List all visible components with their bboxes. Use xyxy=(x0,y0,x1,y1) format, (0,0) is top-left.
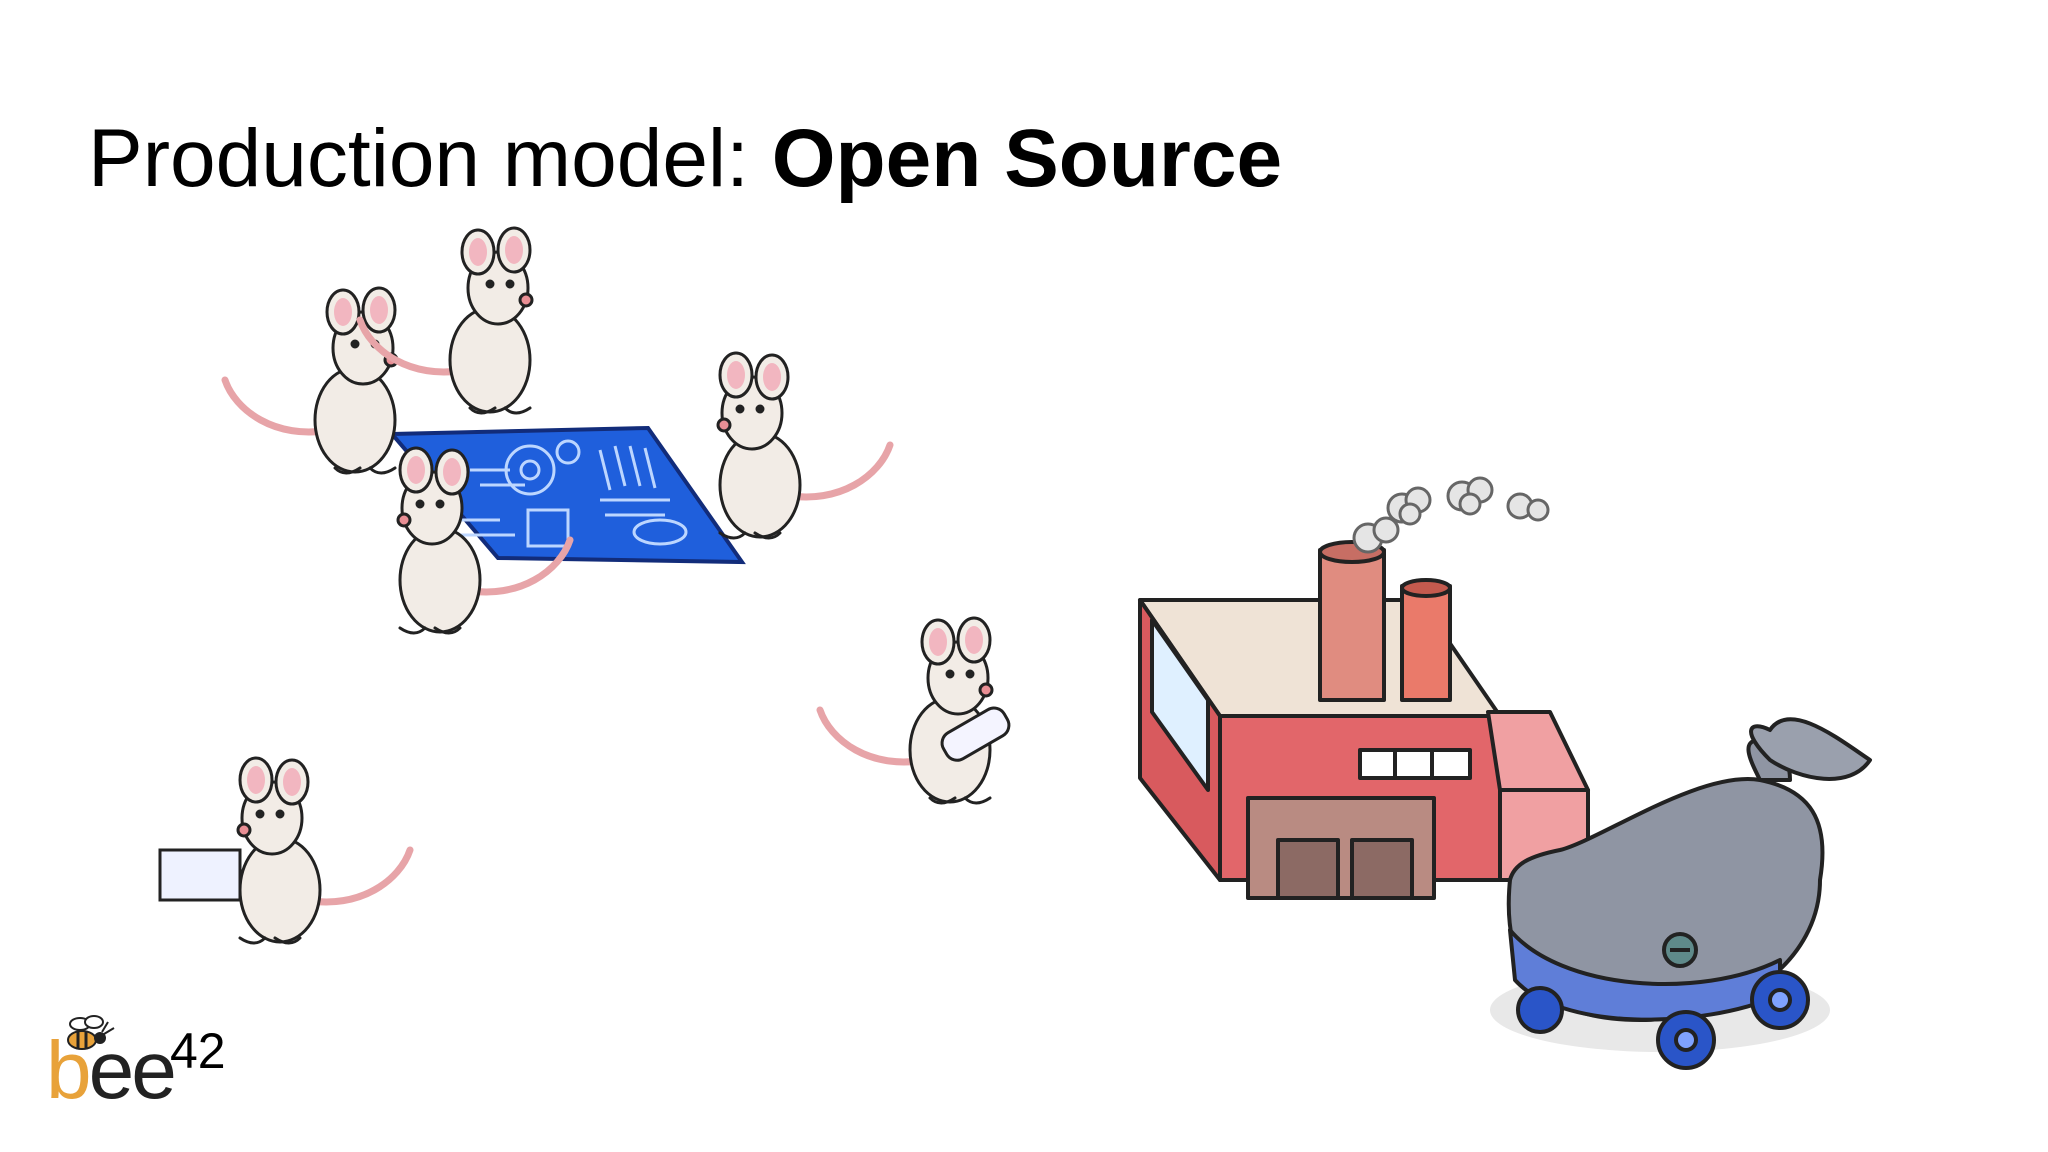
logo-letter: b xyxy=(46,1025,92,1116)
logo-wordmark: bee xyxy=(46,1030,177,1112)
title-bold: Open Source xyxy=(771,113,1283,204)
mouse-icon xyxy=(718,353,890,538)
logo-superscript: 42 xyxy=(170,1023,226,1079)
logo-letter: e xyxy=(88,1025,135,1116)
slide-title: Production model: Open Source xyxy=(88,118,1282,200)
bee-icon xyxy=(67,1015,115,1050)
mouse-icon xyxy=(158,758,410,943)
title-regular: Production model: xyxy=(88,113,772,204)
whale-robot-icon xyxy=(1490,717,1872,1070)
logo-text: bee xyxy=(46,1025,177,1116)
logo-letter: e xyxy=(131,1025,177,1116)
mouse-icon xyxy=(225,288,397,473)
mouse-icon xyxy=(820,618,1011,803)
factory-icon xyxy=(1138,476,1590,900)
company-logo: bee 42 xyxy=(46,1010,266,1130)
